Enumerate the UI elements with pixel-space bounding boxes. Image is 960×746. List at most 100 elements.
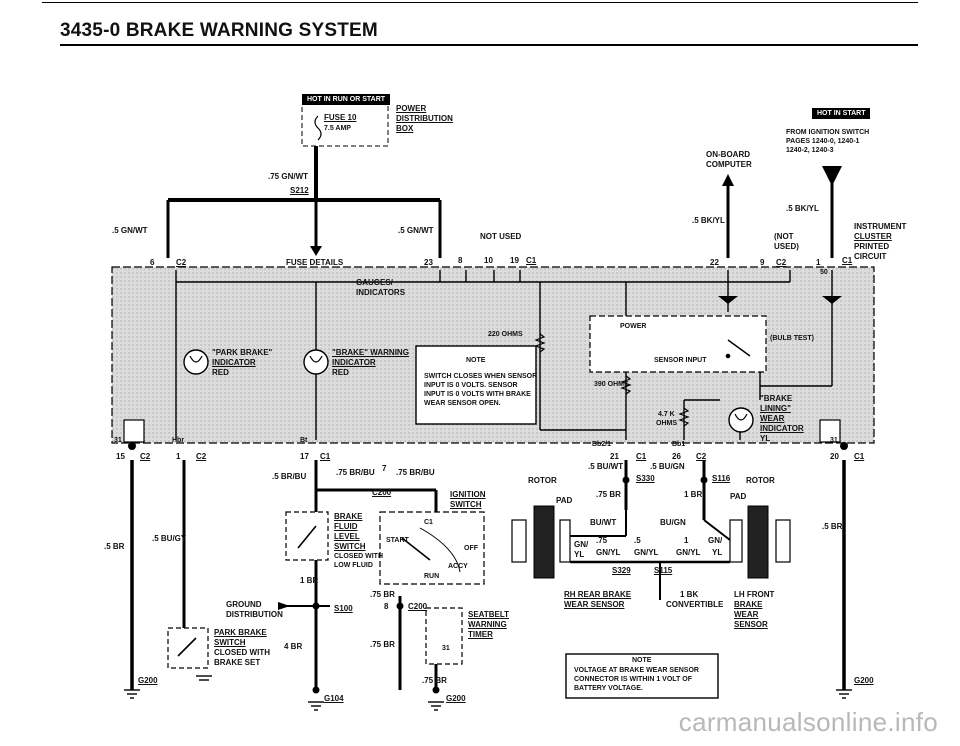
splice-label-s330: S330 — [636, 474, 655, 483]
gauges-label-2: INDICATORS — [356, 288, 406, 297]
header-rule — [60, 44, 918, 46]
connector-id: C2 — [140, 452, 151, 461]
wire-label: .5 — [634, 536, 641, 545]
connector-pin: 50 — [820, 269, 828, 276]
wire-label: .5 BR/BU — [272, 472, 307, 481]
park-brake-indicator-2: INDICATOR — [212, 358, 256, 367]
fuse-rating: 7.5 AMP — [324, 125, 351, 132]
ignition-run: RUN — [424, 573, 440, 580]
connector-pin: Bt — [300, 437, 308, 444]
wire-label: BU/WT — [590, 518, 617, 527]
wire-label: BU/GN — [660, 518, 686, 527]
wire-label: .5 BU/GY — [152, 534, 187, 543]
wire-label: 1 BR — [684, 490, 703, 499]
fuse-symbol — [314, 115, 322, 141]
splice-label-s100: S100 — [334, 604, 353, 613]
wire-label: .75 GN/WT — [268, 172, 309, 181]
wire-label: .5 GN/WT — [398, 226, 434, 235]
power-dist-label-1: POWER — [396, 104, 427, 113]
note2-title: NOTE — [632, 657, 652, 664]
from-ign-label-2: PAGES 1240-0, 1240-1 — [786, 138, 860, 145]
convertible-label: CONVERTIBLE — [666, 600, 724, 609]
power-dist-label-3: BOX — [396, 124, 414, 133]
seatbelt-pin: 31 — [442, 645, 450, 652]
park-switch-3: CLOSED WITH — [214, 648, 270, 657]
lining-indicator-3: WEAR — [760, 414, 785, 423]
lh-front-sensor-3: WEAR — [734, 610, 759, 619]
instrument-label-2: CLUSTER — [854, 232, 892, 241]
wire-label: .5 BR — [104, 542, 125, 551]
resistor-label: 220 OHMS — [488, 331, 523, 338]
wire-label: GN/YL — [634, 548, 659, 557]
pad-label-left: PAD — [556, 496, 573, 505]
connector-pin: 26 — [672, 452, 681, 461]
rotor-label-right: ROTOR — [746, 476, 775, 485]
brake-fluid-6: LOW FLUID — [334, 562, 373, 569]
connector-pin: 1 — [176, 452, 181, 461]
c200-label-mid: C200 — [408, 602, 428, 611]
splice-label-s329: S329 — [612, 566, 631, 575]
power-label: POWER — [620, 323, 647, 330]
connector-pin: 9 — [760, 258, 765, 267]
connector-id: C1 — [526, 256, 537, 265]
wire-label: GN/ — [708, 536, 723, 545]
resistor-label: 4.7 K — [658, 411, 675, 418]
connector-id: C1 — [842, 256, 853, 265]
brake-fluid-3: LEVEL — [334, 532, 360, 541]
connector-pin: Bb1 — [672, 441, 686, 448]
not-used-label-1: (NOT — [774, 232, 794, 241]
wire-label: .5 BU/WT — [588, 462, 624, 471]
splice-label-s115: S115 — [654, 566, 673, 575]
brake-fluid-5: CLOSED WITH — [334, 553, 383, 560]
brake-warning-indicator-1: "BRAKE" WARNING — [332, 348, 409, 357]
lining-indicator-5: YL — [760, 434, 771, 443]
note1-line: WEAR SENSOR OPEN. — [424, 400, 501, 407]
wire-label: .75 — [596, 536, 608, 545]
ignition-off: OFF — [464, 545, 478, 552]
lining-indicator-4: INDICATOR — [760, 424, 804, 433]
lh-front-sensor-4: SENSOR — [734, 620, 768, 629]
wire-label: .5 BR — [822, 522, 843, 531]
wire-label: .75 BR — [596, 490, 621, 499]
watermark: carmanualsonline.info — [678, 707, 938, 737]
park-switch-1: PARK BRAKE — [214, 628, 267, 637]
connector-id: C2 — [196, 452, 207, 461]
from-ign-label-1: FROM IGNITION SWITCH — [786, 129, 870, 136]
ground-dist-2: DISTRIBUTION — [226, 610, 283, 619]
note1-line: SWITCH CLOSES WHEN SENSOR — [424, 373, 538, 380]
ignition-accy: ACCY — [448, 563, 468, 570]
gauges-label-1: GAUGES/ — [356, 278, 393, 287]
brake-warning-indicator-2: INDICATOR — [332, 358, 376, 367]
connector-pin: Bb2/1 — [592, 441, 612, 448]
wire-label: GN/YL — [676, 548, 701, 557]
not-used-label-2: USED) — [774, 242, 799, 251]
rh-rear-sensor-1: RH REAR BRAKE — [564, 590, 632, 599]
hot-in-start-badge: HOT IN START — [812, 108, 871, 119]
hot-in-run-badge: HOT IN RUN OR START — [302, 94, 391, 105]
rh-rear-sensor-2: WEAR SENSOR — [564, 600, 625, 609]
connector-pin: 20 — [830, 452, 839, 461]
connector-pin: 10 — [484, 256, 493, 265]
connector-id: C1 — [636, 452, 647, 461]
wire-label: .75 BR/BU — [396, 468, 435, 477]
park-brake-indicator-3: RED — [212, 368, 229, 377]
wire-label: .5 BK/YL — [786, 204, 819, 213]
lh-front-sensor-2: BRAKE — [734, 600, 763, 609]
fuse-name: FUSE 10 — [324, 113, 357, 122]
park-switch-4: BRAKE SET — [214, 658, 261, 667]
onboard-label-1: ON-BOARD — [706, 150, 750, 159]
wire-label: 1 — [684, 536, 689, 545]
header-rule-top — [42, 2, 918, 3]
connector-pin: 15 — [116, 452, 125, 461]
connector-id: C2 — [696, 452, 707, 461]
lining-indicator-1: "BRAKE — [760, 394, 793, 403]
wire-label: GN/YL — [596, 548, 621, 557]
connector-pin: 1 — [816, 258, 821, 267]
wire-label: 1 BK — [680, 590, 699, 599]
note1-line: INPUT IS 0 VOLTS. SENSOR — [424, 382, 518, 389]
not-used-label: NOT USED — [480, 232, 522, 241]
brake-fluid-4: SWITCH — [334, 542, 366, 551]
brake-fluid-1: BRAKE — [334, 512, 363, 521]
note2-line: BATTERY VOLTAGE. — [574, 685, 643, 692]
seatbelt-3: TIMER — [468, 630, 493, 639]
